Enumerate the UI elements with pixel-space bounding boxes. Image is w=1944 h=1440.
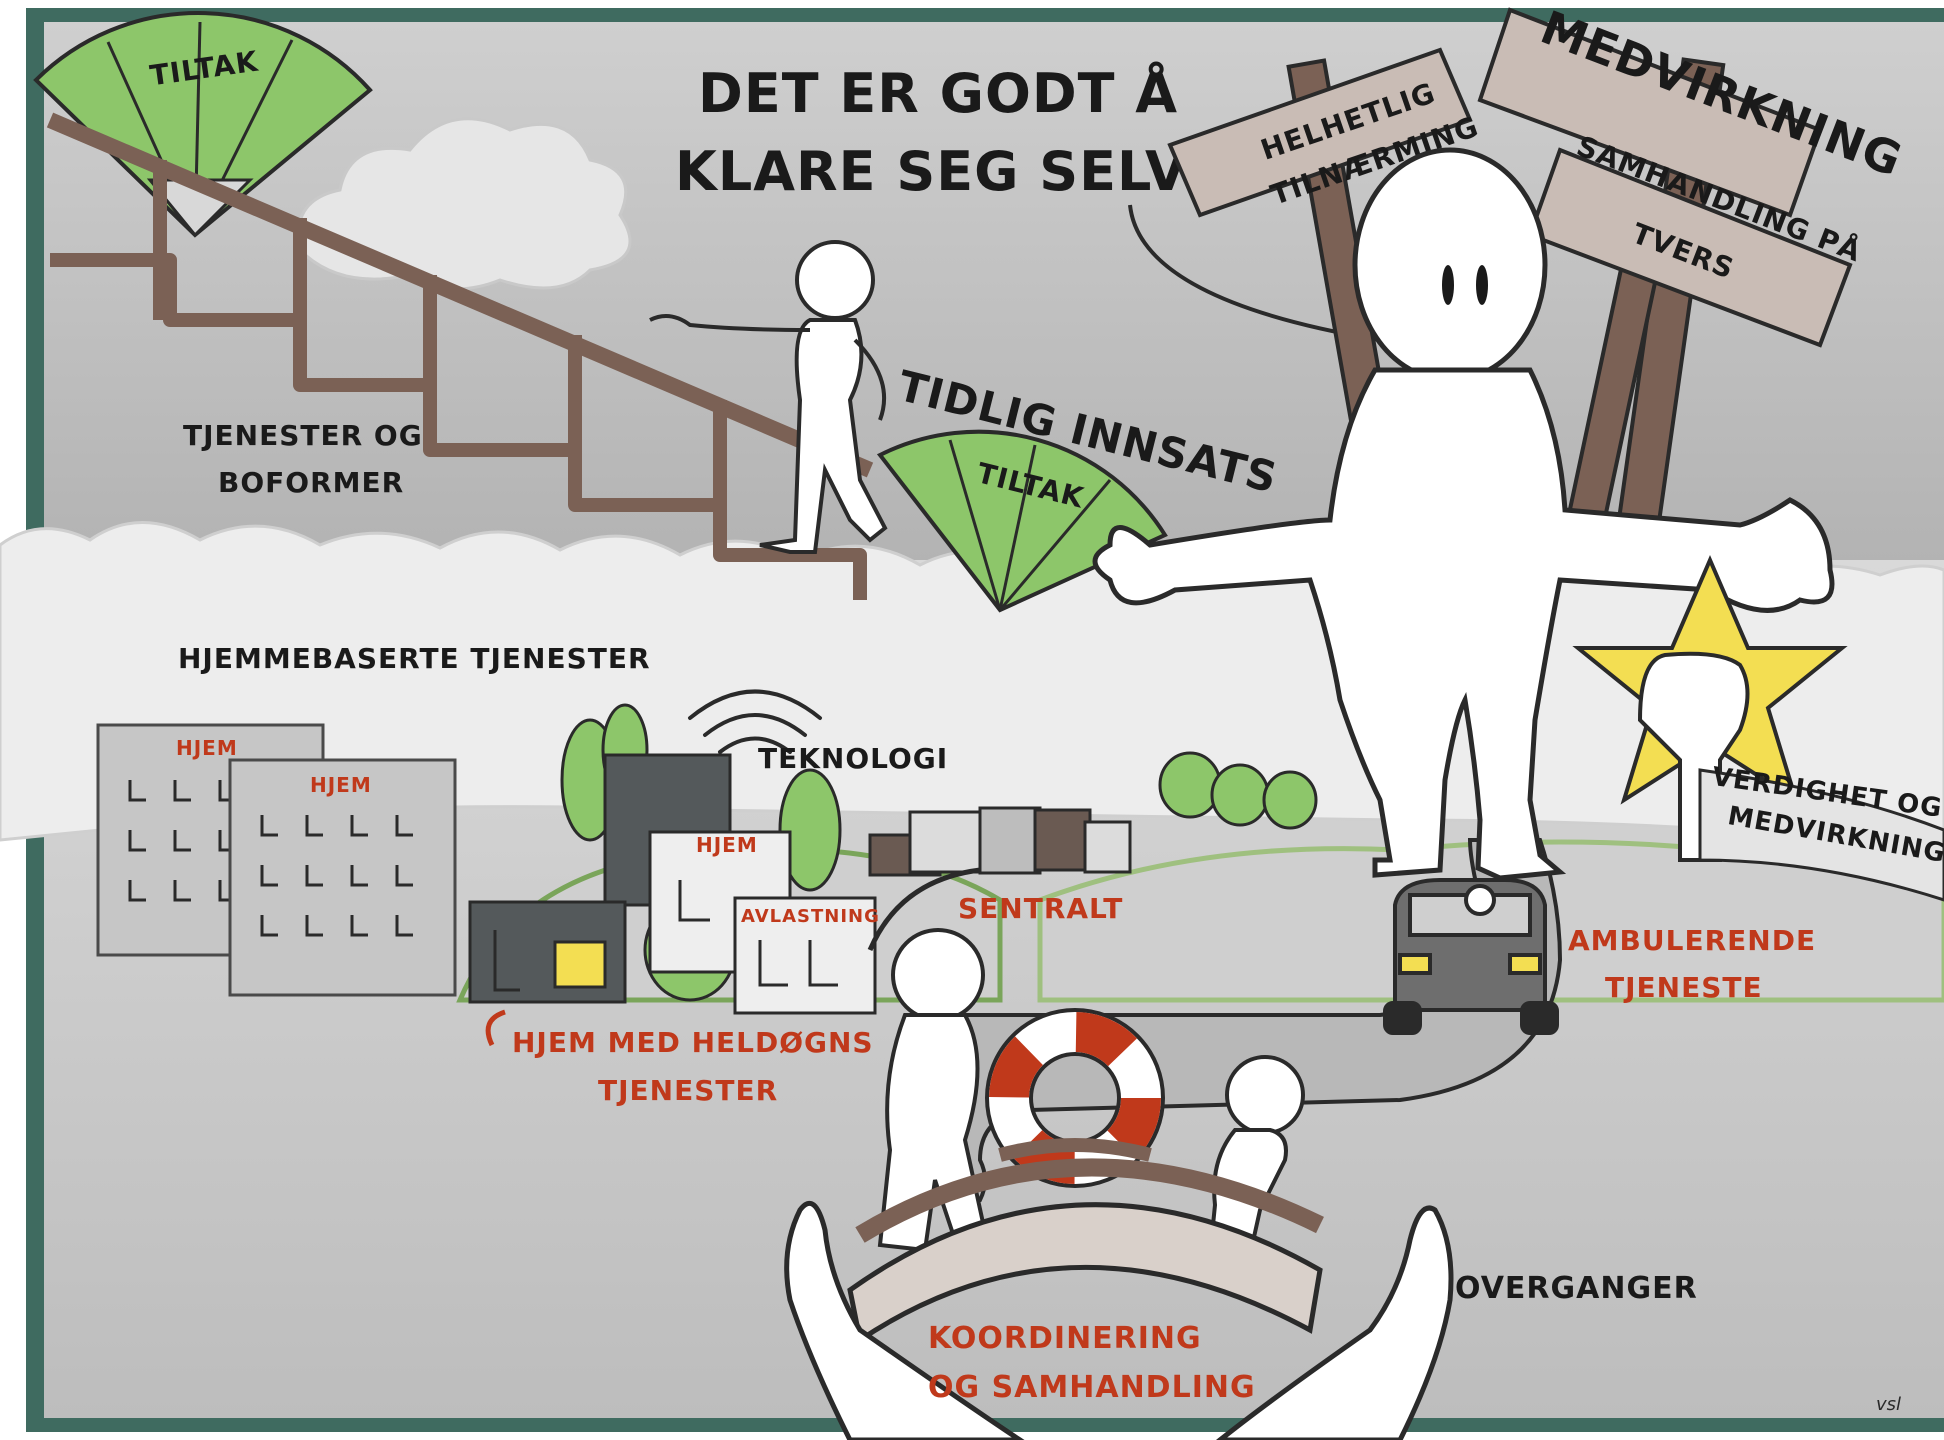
city [870,808,1130,875]
label-ambulerende-line1: AMBULERENDE [1568,924,1816,957]
label-heldogns-line1: HJEM MED HELDØGNS [512,1026,874,1059]
label-hjem-2: HJEM [310,773,372,797]
label-sentralt: SENTRALT [958,892,1123,925]
label-tjenester-line1: TJENESTER OG [183,419,423,452]
label-koordinering-line2: OG SAMHANDLING [928,1370,1256,1405]
label-overganger: OVERGANGER [1455,1271,1698,1306]
title-line2: KLARE SEG SELV [675,140,1188,203]
label-teknologi: TEKNOLOGI [758,742,948,775]
car-icon [1385,880,1557,1033]
label-avlastning: AVLASTNING [741,906,880,927]
label-tjenester-line2: BOFORMER [218,466,404,499]
label-ambulerende-line2: TJENESTE [1605,971,1763,1004]
title-line1: DET ER GODT Å [698,62,1178,125]
label-heldogns-line2: TJENESTER [598,1074,778,1107]
label-hjem-3: HJEM [696,833,758,857]
label-hjem-1: HJEM [176,736,238,760]
dark-building-bottom [470,902,625,1002]
label-koordinering-line1: KOORDINERING [928,1321,1202,1356]
signature: vsl [1876,1394,1901,1415]
label-hjemmebaserte: HJEMMEBASERTE TJENESTER [178,642,651,675]
